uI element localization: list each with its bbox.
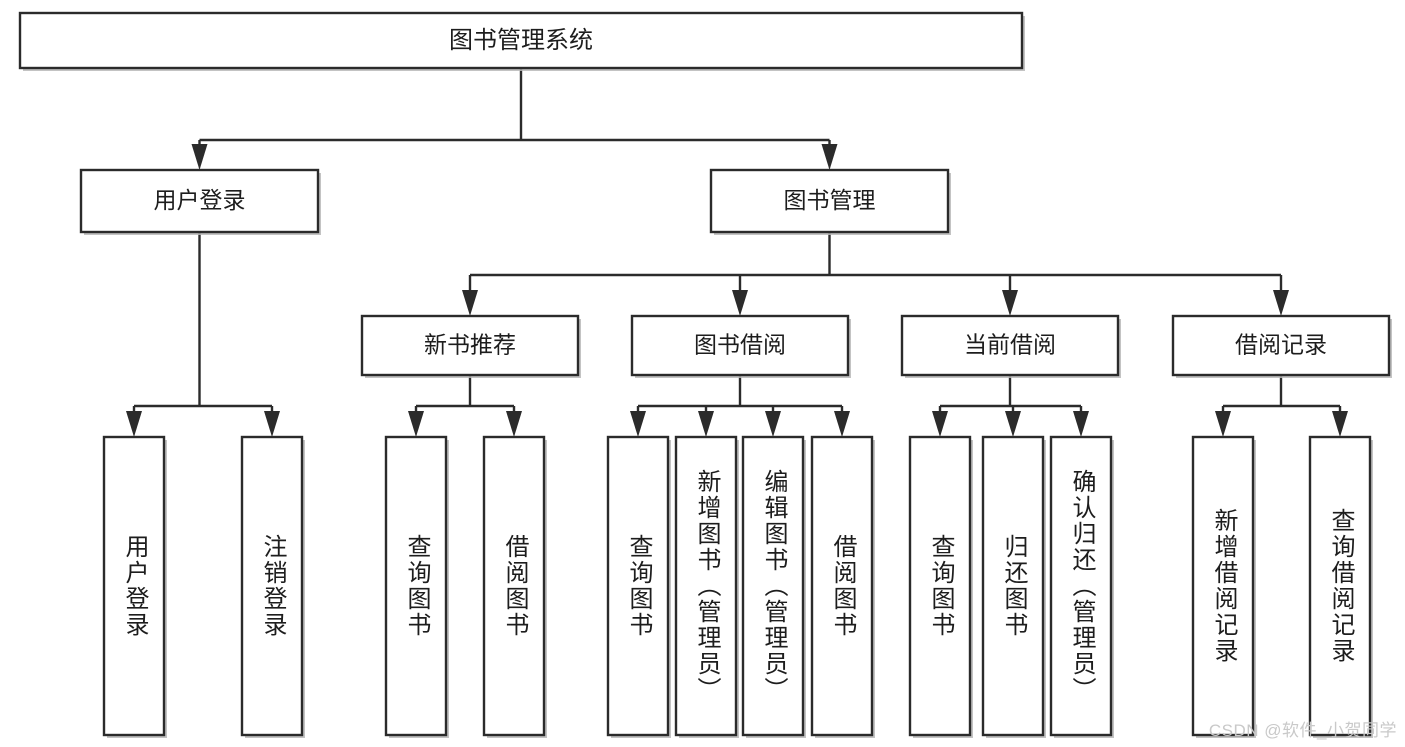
arrow-head-icon — [1273, 290, 1289, 316]
arrow-head-icon — [462, 290, 478, 316]
node-leaf-user-login[interactable] — [102, 435, 167, 738]
node-label: 借阅记录 — [1235, 332, 1327, 358]
watermark-text: CSDN @软件_小贺同学 — [1208, 721, 1397, 740]
node-leaf-return-book[interactable] — [981, 435, 1046, 738]
node-leaf-borrow-book-2[interactable] — [810, 435, 875, 738]
connector-group-new-book-recommend — [408, 375, 522, 437]
node-leaf-add-book[interactable] — [674, 435, 739, 738]
node-borrow-record[interactable]: 借阅记录 — [1171, 314, 1392, 378]
node-leaf-query-book-2[interactable] — [606, 435, 671, 738]
node-label: 图书管理系统 — [449, 27, 593, 54]
connector-group-root — [191, 68, 838, 170]
node-leaf-query-book-1[interactable] — [384, 435, 449, 738]
connector-layer — [126, 68, 1348, 437]
arrow-head-icon — [821, 144, 838, 170]
node-user-login[interactable]: 用户登录 — [79, 168, 321, 235]
node-label: 当前借阅 — [964, 332, 1056, 358]
node-label: 图书借阅 — [694, 332, 786, 358]
node-leaf-borrow-book-1[interactable] — [482, 435, 547, 738]
arrow-head-icon — [1002, 290, 1018, 316]
node-current-borrow[interactable]: 当前借阅 — [900, 314, 1121, 378]
arrow-head-icon — [506, 411, 522, 437]
node-new-book-recommend[interactable]: 新书推荐 — [360, 314, 581, 378]
node-leaf-add-borrow-record[interactable] — [1191, 435, 1256, 738]
arrow-head-icon — [630, 411, 646, 437]
node-label: 用户登录 — [154, 187, 246, 213]
connector-group-book-borrow — [630, 375, 850, 437]
arrow-head-icon — [1215, 411, 1231, 437]
arrow-head-icon — [191, 144, 208, 170]
node-leaf-edit-book[interactable] — [741, 435, 806, 738]
arrow-head-icon — [408, 411, 424, 437]
node-leaf-query-book-3[interactable] — [908, 435, 973, 738]
node-label: 新书推荐 — [424, 332, 516, 358]
arrow-head-icon — [126, 411, 142, 437]
arrow-head-icon — [732, 290, 748, 316]
node-root-system[interactable]: 图书管理系统 — [18, 11, 1025, 71]
node-book-borrow[interactable]: 图书借阅 — [630, 314, 851, 378]
arrow-head-icon — [834, 411, 850, 437]
arrow-head-icon — [932, 411, 948, 437]
connector-group-user-login — [126, 232, 280, 437]
arrow-head-icon — [264, 411, 280, 437]
arrow-head-icon — [1332, 411, 1348, 437]
arrow-head-icon — [1073, 411, 1089, 437]
node-leaf-confirm-return[interactable] — [1049, 435, 1114, 738]
connector-group-book-manage — [462, 232, 1289, 316]
arrow-head-icon — [1005, 411, 1021, 437]
node-book-manage[interactable]: 图书管理 — [709, 168, 951, 235]
node-label: 图书管理 — [784, 187, 876, 213]
connector-group-current-borrow — [932, 375, 1089, 437]
arrow-head-icon — [765, 411, 781, 437]
arrow-head-icon — [698, 411, 714, 437]
connector-group-borrow-record — [1215, 375, 1348, 437]
node-leaf-query-borrow-record[interactable] — [1308, 435, 1373, 738]
node-leaf-user-logout[interactable] — [240, 435, 305, 738]
